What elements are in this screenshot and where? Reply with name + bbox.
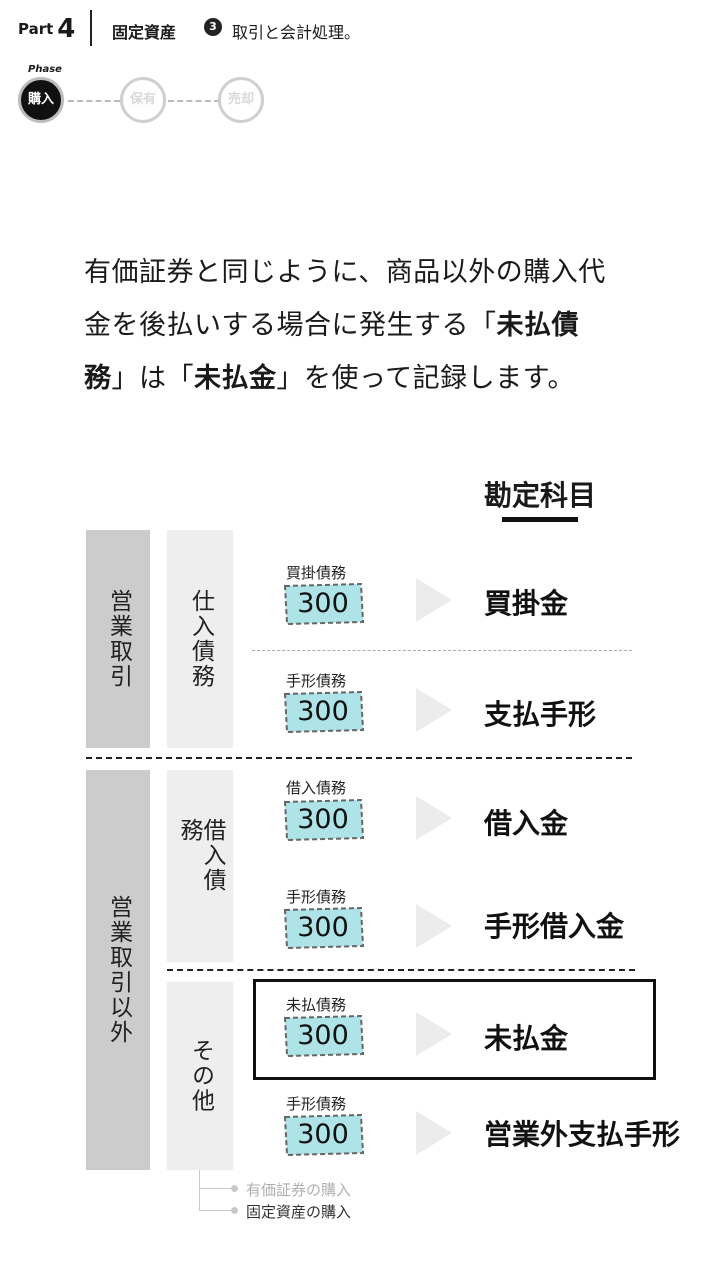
amount-value: 300 (297, 1020, 349, 1051)
bullet-dot-icon (231, 1185, 238, 1192)
intro-emphasis: 未払債 (496, 310, 579, 341)
debt-label: 手形債務 (286, 672, 347, 690)
amount-value: 300 (297, 696, 349, 727)
intro-fragment: 金を後払いする場合に発生する「 (84, 310, 497, 341)
phase-connector (68, 100, 120, 102)
category-operating-label: 営業取引 (105, 589, 132, 689)
arrow-right-icon (416, 578, 452, 622)
footnote-connector (199, 1170, 200, 1210)
section-divider (167, 969, 635, 971)
amount-ticket: 300 (281, 690, 365, 734)
chapter-number-badge: 3 (204, 18, 222, 36)
amount-ticket: 300 (281, 1113, 365, 1157)
subcategory-other: その他 (167, 982, 233, 1170)
arrow-right-icon (416, 1012, 452, 1056)
intro-line: 金を後払いする場合に発生する「未払債 (84, 299, 644, 352)
intro-fragment: 」を使って記録します。 (276, 363, 575, 394)
debt-label: 未払債務 (286, 996, 347, 1014)
bullet-dot-icon (231, 1207, 238, 1214)
intro-emphasis: 未払金 (194, 363, 277, 394)
amount-ticket: 300 (281, 906, 365, 950)
subcategory-purchase-debt-label: 仕入債務 (187, 589, 214, 689)
account-name: 営業外支払手形 (484, 1118, 681, 1151)
footnote-connector (199, 1188, 231, 1189)
amount-ticket: 300 (281, 582, 365, 626)
intro-emphasis: 務 (84, 363, 112, 394)
section-title: 固定資産 (112, 23, 177, 42)
subcategory-borrowing-debt-label: 借入債務 (176, 818, 225, 893)
debt-label: 手形債務 (286, 888, 347, 906)
part-prefix: Part (18, 20, 54, 38)
subcategory-other-label: その他 (187, 1038, 214, 1114)
phase-step-holding: 保有 (120, 77, 166, 123)
debt-label: 借入債務 (286, 779, 347, 797)
amount-value: 300 (297, 912, 349, 943)
account-name: 借入金 (484, 807, 569, 840)
account-name: 支払手形 (484, 698, 597, 731)
category-non-operating-label: 営業取引以外 (105, 895, 132, 1045)
account-name: 未払金 (484, 1022, 569, 1055)
amount-ticket: 300 (281, 1014, 365, 1058)
footnote-item: 固定資産の購入 (246, 1203, 352, 1221)
debt-label: 買掛債務 (286, 564, 347, 582)
intro-text: 有価証券と同じように、商品以外の購入代 金を後払いする場合に発生する「未払債 務… (84, 246, 644, 405)
highlight-box (253, 979, 656, 1080)
arrow-right-icon (416, 1111, 452, 1155)
account-name: 買掛金 (484, 587, 569, 620)
subcategory-purchase-debt: 仕入債務 (167, 530, 233, 748)
account-name: 手形借入金 (484, 910, 625, 943)
phase-label: Phase (28, 64, 62, 75)
footnote-connector (199, 1210, 231, 1211)
accounts-heading: 勘定科目 (484, 479, 597, 512)
chapter-topic: 取引と会計処理。 (232, 23, 361, 42)
category-non-operating: 営業取引以外 (86, 770, 150, 1170)
footnote-item: 有価証券の購入 (246, 1181, 352, 1199)
amount-value: 300 (297, 804, 349, 835)
arrow-right-icon (416, 688, 452, 732)
intro-line: 務」は「未払金」を使って記録します。 (84, 352, 644, 405)
row-divider (252, 650, 632, 651)
part-number: 4 (57, 14, 76, 44)
phase-step-sale: 売却 (218, 77, 264, 123)
amount-value: 300 (297, 1119, 349, 1150)
amount-value: 300 (297, 588, 349, 619)
category-operating: 営業取引 (86, 530, 150, 748)
phase-connector (168, 100, 220, 102)
intro-fragment: 」は「 (111, 363, 194, 394)
debt-label: 手形債務 (286, 1095, 347, 1113)
heading-underline (502, 517, 578, 522)
phase-step-purchase: 購入 (18, 77, 64, 123)
amount-ticket: 300 (281, 798, 365, 842)
subcategory-borrowing-debt: 借入債務 (167, 770, 233, 962)
intro-line: 有価証券と同じように、商品以外の購入代 (84, 257, 606, 288)
arrow-right-icon (416, 904, 452, 948)
section-divider (86, 757, 632, 759)
arrow-right-icon (416, 796, 452, 840)
header-divider (90, 10, 92, 46)
